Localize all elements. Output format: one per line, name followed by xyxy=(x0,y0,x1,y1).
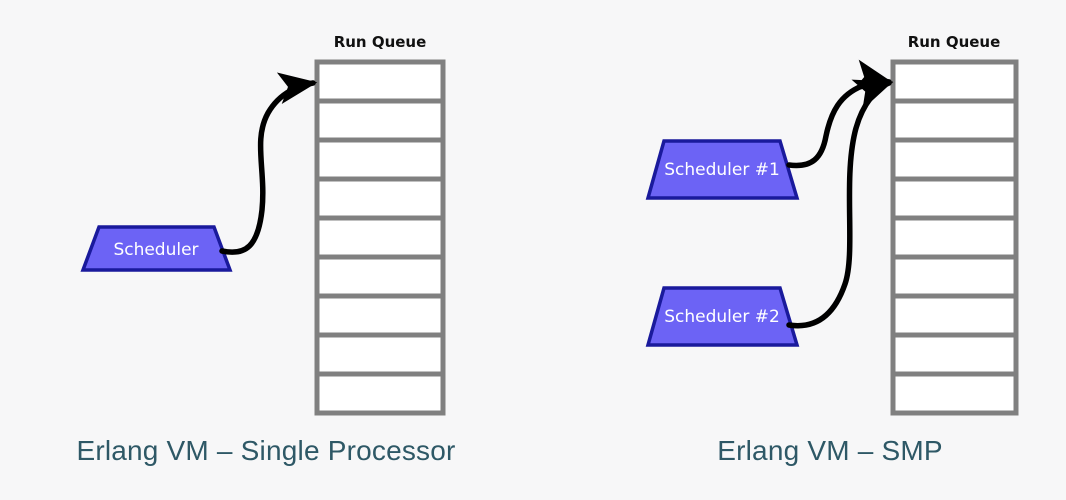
scheduler-shape[interactable] xyxy=(645,139,800,200)
queue-cell[interactable] xyxy=(890,254,1019,299)
run-queue-smp xyxy=(890,59,1019,416)
queue-cell[interactable] xyxy=(314,59,446,104)
queue-cell[interactable] xyxy=(890,332,1019,377)
scheduler-shape[interactable] xyxy=(645,286,800,347)
arrow-scheduler2-to-queue xyxy=(786,79,894,329)
scheduler-shape[interactable] xyxy=(80,225,233,272)
scheduler-label: Scheduler xyxy=(113,240,198,260)
queue-cell[interactable] xyxy=(314,176,446,221)
queue-cell[interactable] xyxy=(314,332,446,377)
queue-cell[interactable] xyxy=(890,137,1019,182)
queue-cell[interactable] xyxy=(314,254,446,299)
queue-cell[interactable] xyxy=(890,215,1019,260)
arrow-scheduler-to-queue xyxy=(219,72,318,255)
queue-cell[interactable] xyxy=(890,98,1019,143)
queue-cell[interactable] xyxy=(314,293,446,338)
caption-single-processor: Erlang VM – Single Processor xyxy=(76,435,455,466)
queue-label-single: Run Queue xyxy=(334,33,427,51)
queue-cell[interactable] xyxy=(314,137,446,182)
scheduler-node-smp-1[interactable]: Scheduler #1 xyxy=(645,139,800,200)
run-queue-single xyxy=(314,59,446,416)
panel-single-processor: Run Queue Scheduler Erlang VM xyxy=(76,33,455,466)
scheduler-label: Scheduler #1 xyxy=(664,160,780,180)
scheduler-node-single[interactable]: Scheduler xyxy=(80,225,233,272)
queue-cell[interactable] xyxy=(314,215,446,260)
panel-smp: Run Queue Scheduler #1 Sch xyxy=(645,33,1019,466)
queue-label-smp: Run Queue xyxy=(908,33,1001,51)
scheduler-node-smp-2[interactable]: Scheduler #2 xyxy=(645,286,800,347)
queue-cell[interactable] xyxy=(890,176,1019,221)
caption-smp: Erlang VM – SMP xyxy=(717,435,943,466)
queue-cell[interactable] xyxy=(314,371,446,416)
queue-cell[interactable] xyxy=(890,59,1019,104)
queue-cell[interactable] xyxy=(314,98,446,143)
queue-cell[interactable] xyxy=(890,293,1019,338)
queue-cell[interactable] xyxy=(890,371,1019,416)
scheduler-label: Scheduler #2 xyxy=(664,307,780,327)
